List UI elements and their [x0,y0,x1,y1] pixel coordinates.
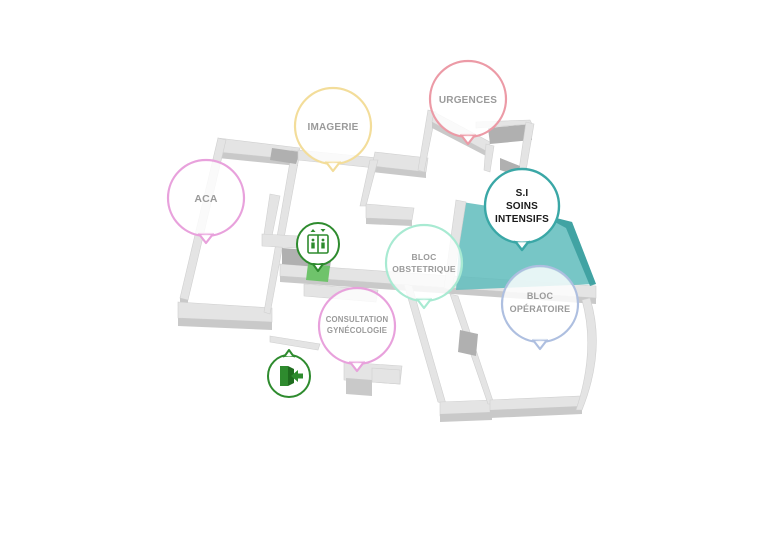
soins-intensifs-label-1: S.I [516,188,529,199]
exit-pin[interactable] [267,349,311,398]
elevator-icon [307,229,329,254]
consultation-gynecologie-pin[interactable]: CONSULTATION GYNÉCOLOGIE [317,286,397,373]
bloc-obstetrique-pin[interactable]: BLOC OBSTETRIQUE [384,223,464,310]
consultation-gynecologie-label-1: CONSULTATION [326,315,389,324]
soins-intensifs-label-2: SOINS [506,201,538,212]
soins-intensifs-pin[interactable]: S.I SOINS INTENSIFS [483,167,561,252]
elevator-pin[interactable] [296,222,340,272]
urgences-label: URGENCES [439,95,497,106]
bloc-operatoire-pin[interactable]: BLOC OPÉRATOIRE [500,264,580,351]
bloc-operatoire-label-2: OPÉRATOIRE [510,304,571,314]
imagerie-label: IMAGERIE [307,122,358,133]
consultation-gynecologie-label-2: GYNÉCOLOGIE [327,326,387,335]
bloc-obstetrique-label-1: BLOC [412,252,437,262]
exit-icon [280,366,303,386]
aca-label: ACA [194,193,218,205]
aca-pin[interactable]: ACA [166,158,246,245]
soins-intensifs-label-3: INTENSIFS [495,214,549,225]
bloc-operatoire-label-1: BLOC [527,291,554,301]
urgences-pin[interactable]: URGENCES [428,59,508,146]
bloc-obstetrique-label-2: OBSTETRIQUE [392,264,456,274]
imagerie-pin[interactable]: IMAGERIE [293,86,373,173]
